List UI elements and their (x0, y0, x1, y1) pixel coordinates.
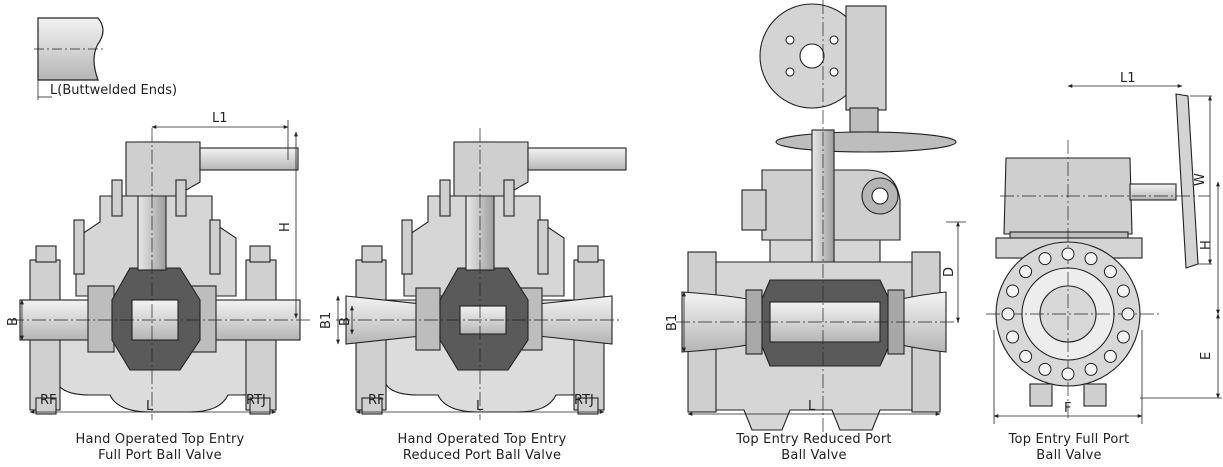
flange-bolt-hole (1103, 265, 1117, 279)
flange-bolt-hole (1061, 247, 1075, 261)
flange-bolt-hole (1061, 367, 1075, 381)
v3-dim-d: D (942, 267, 957, 277)
v1-dim-h: H (278, 222, 293, 232)
caption-valve-3-line-1: Top Entry Reduced Port (736, 432, 892, 447)
buttweld-label: L(Buttwelded Ends) (50, 83, 177, 98)
v4-dim-h: H (1199, 240, 1214, 250)
flange-bolt-hole (1006, 330, 1020, 344)
v2-dim-b1: B1 (319, 312, 334, 329)
flange-bolt-hole (1038, 252, 1052, 266)
v1-dim-l1: L1 (212, 111, 228, 126)
bolt-circle (1001, 247, 1135, 381)
buttweld-inset (34, 17, 106, 100)
v1-dim-l: L (146, 399, 154, 414)
caption-valve-4: Top Entry Full Port Ball Valve (984, 432, 1154, 464)
flange-bolt-hole (1019, 349, 1033, 363)
v4-dim-l1: L1 (1120, 71, 1136, 86)
caption-valve-3: Top Entry Reduced Port Ball Valve (704, 432, 924, 464)
v2-dim-l: L (476, 399, 484, 414)
flange-bolt-hole (1084, 252, 1098, 266)
valve-hand-full-port (10, 128, 310, 420)
v2-dim-rtj: RTJ (574, 393, 594, 408)
caption-valve-1-line-1: Hand Operated Top Entry (75, 432, 245, 447)
caption-valve-4-line-1: Top Entry Full Port (1008, 432, 1130, 447)
v4-dim-f: F (1064, 401, 1071, 416)
flange-bolt-hole (1103, 349, 1117, 363)
flange-bolt-hole (1084, 362, 1098, 376)
valve-top-entry-reduced-port (676, 0, 962, 440)
valve-top-entry-full-port (986, 93, 1210, 420)
flange-bolt-hole (1116, 330, 1130, 344)
flange-bolt-hole (1121, 307, 1135, 321)
v4-dim-e: E (1199, 352, 1214, 360)
flange-bolt-hole (1019, 265, 1033, 279)
v1-dim-rf: RF (40, 393, 57, 408)
flange-bolt-hole (1001, 307, 1015, 321)
caption-valve-1: Hand Operated Top Entry Full Port Ball V… (40, 432, 280, 464)
v1-dim-rtj: RTJ (246, 393, 266, 408)
flange-bolt-hole (1038, 362, 1052, 376)
v3-dim-b1: B1 (665, 314, 680, 331)
caption-valve-1-line-2: Full Port Ball Valve (98, 448, 222, 463)
caption-valve-2-line-2: Reduced Port Ball Valve (402, 448, 562, 463)
flange-bolt-hole (1116, 284, 1130, 298)
v4-dim-w: W (1193, 173, 1208, 186)
v1-dim-b: B (6, 317, 21, 326)
valve-hand-reduced-port (336, 128, 627, 420)
v2-dim-b: B (338, 317, 353, 326)
caption-valve-2: Hand Operated Top Entry Reduced Port Bal… (362, 432, 602, 464)
caption-valve-3-line-2: Ball Valve (781, 448, 847, 463)
flange-bolt-hole (1006, 284, 1020, 298)
v2-dim-rf: RF (368, 393, 385, 408)
caption-valve-4-line-2: Ball Valve (1036, 448, 1102, 463)
caption-valve-2-line-1: Hand Operated Top Entry (397, 432, 567, 447)
v3-dim-l: L (808, 399, 816, 414)
